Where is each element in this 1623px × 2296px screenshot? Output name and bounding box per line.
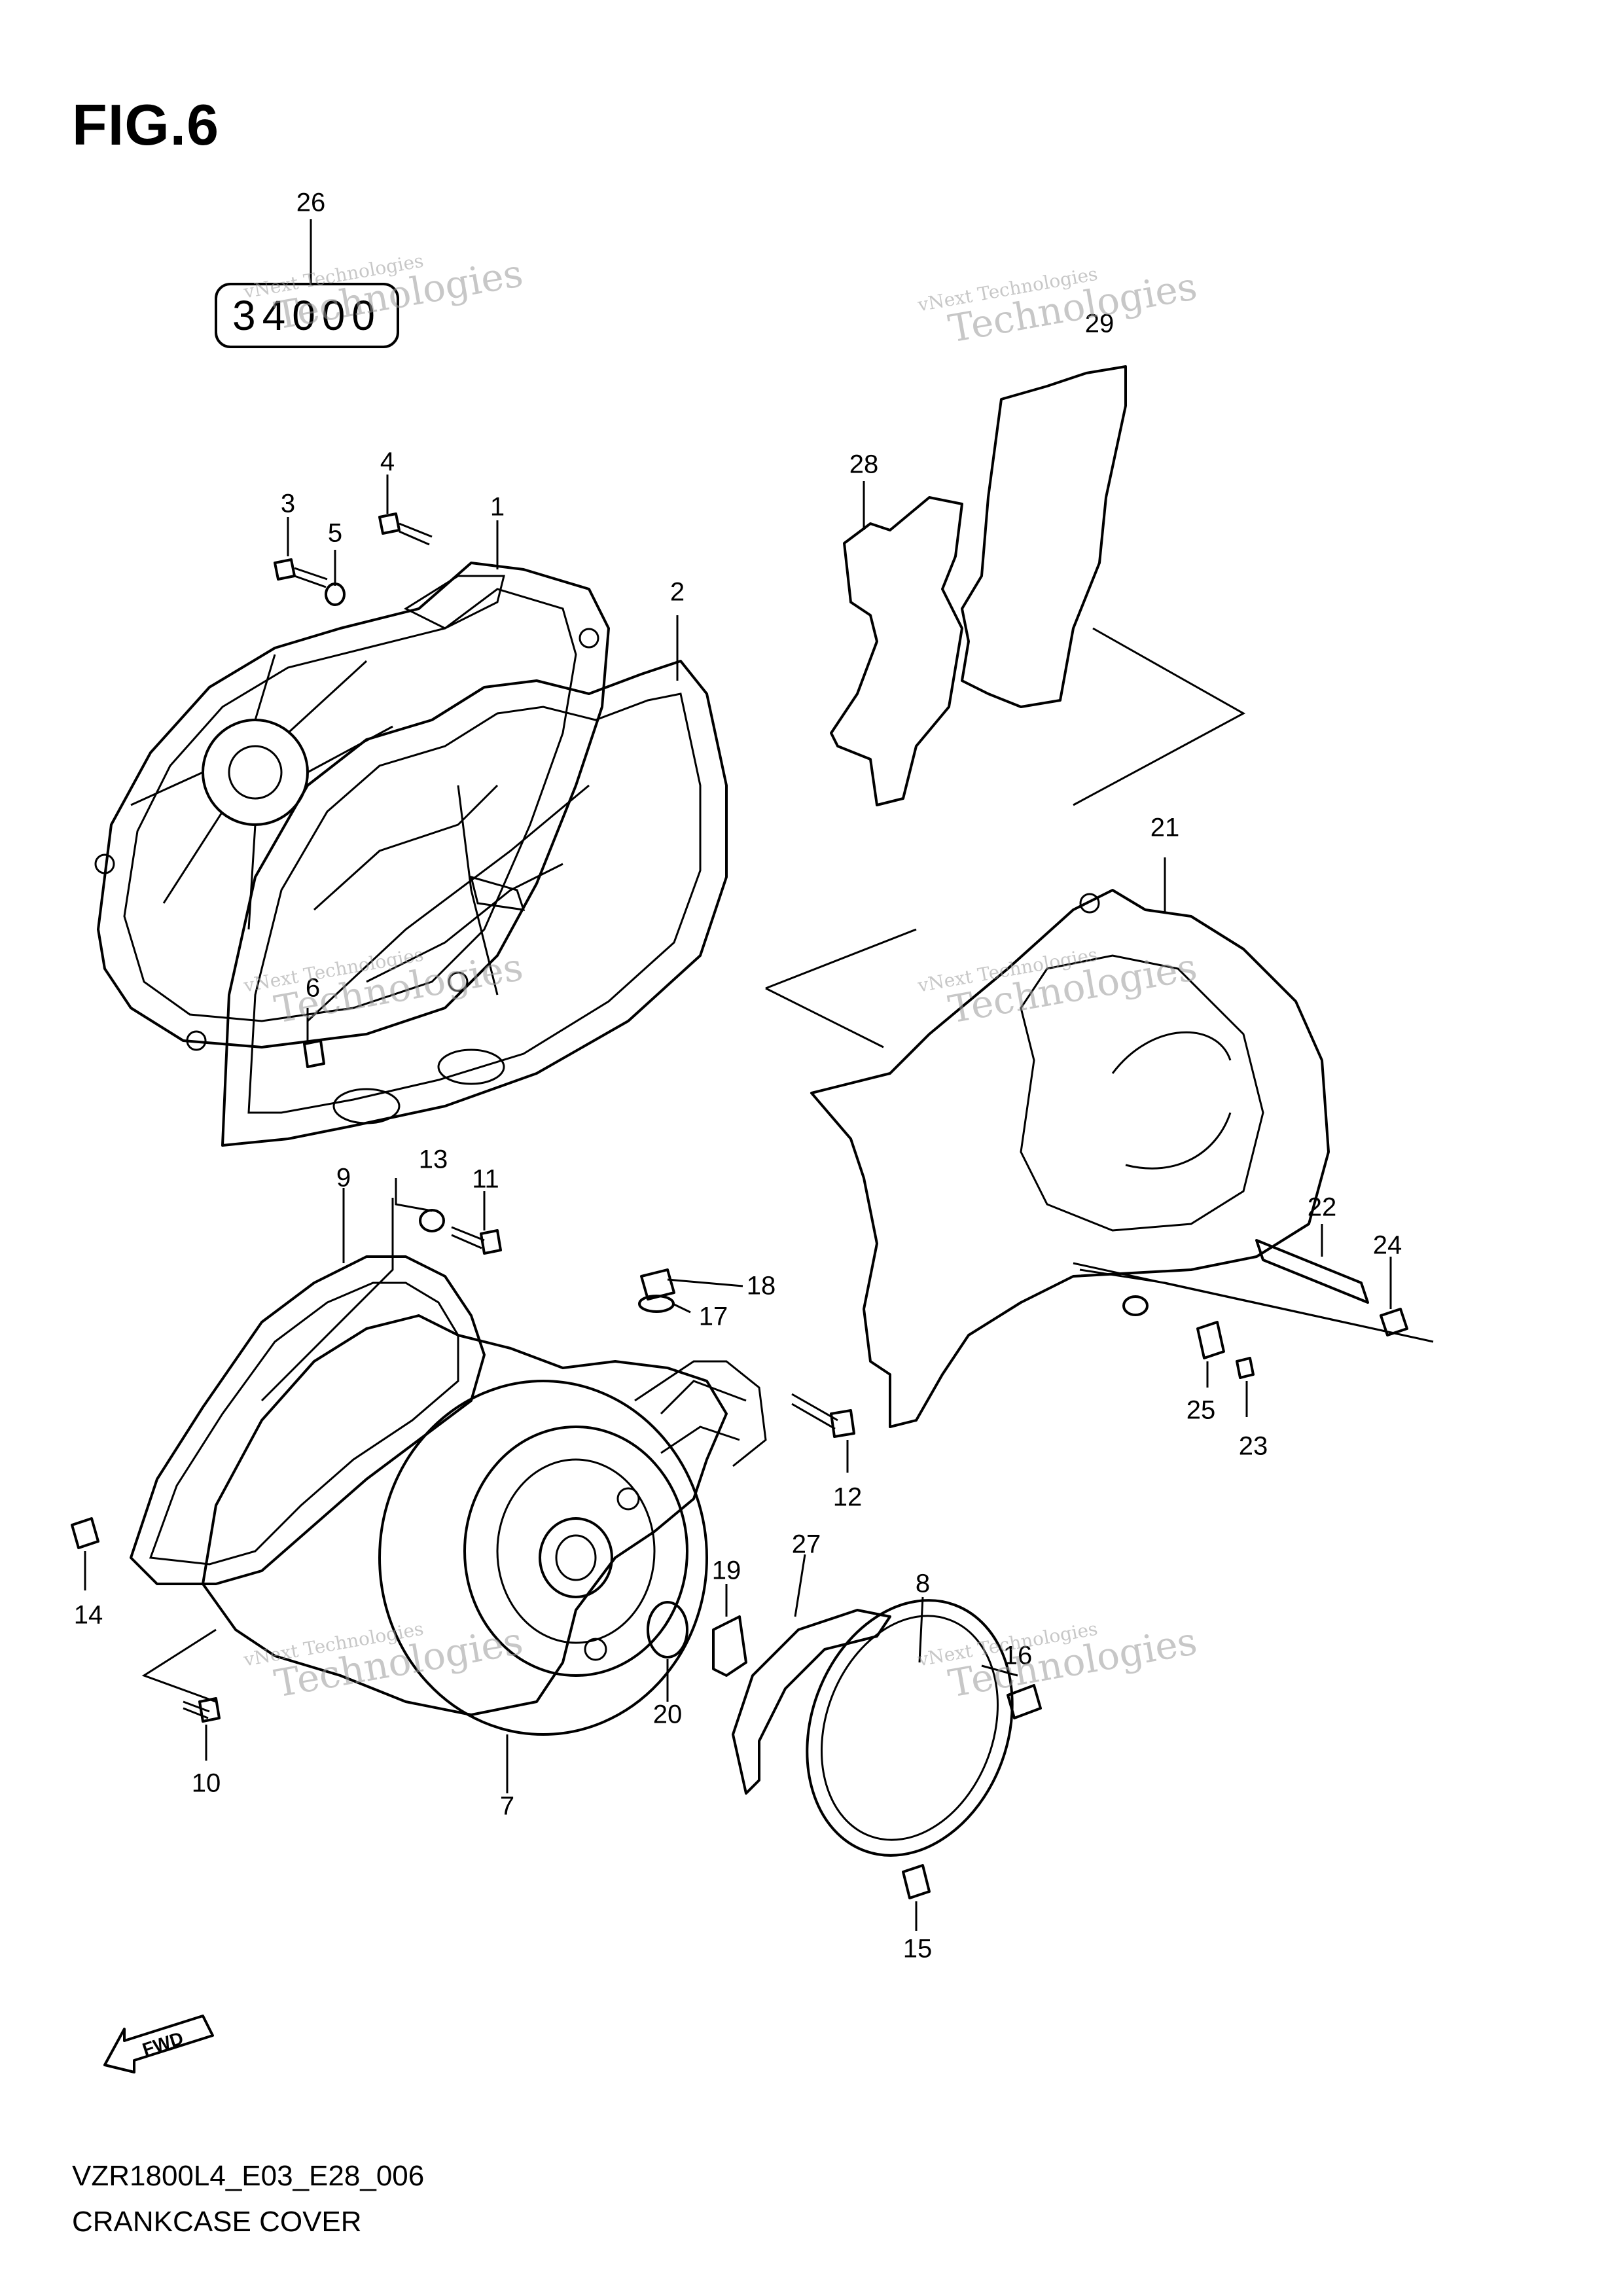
model-code: VZR1800L4_E03_E28_006 [72,2160,425,2192]
callout-27: 27 [791,1530,821,1559]
callout-15: 15 [902,1934,933,1964]
callout-14: 14 [73,1600,103,1630]
callout-9: 9 [336,1163,351,1193]
callout-29: 29 [1084,309,1115,338]
gasket-27-cover-8 [732,1599,1042,1899]
figure-label: FIG.6 [72,92,220,157]
callout-13: 13 [418,1145,448,1174]
callout-8: 8 [915,1569,931,1598]
sprocket-cover-part-21 [765,889,1434,1428]
bolts-3-4-washer-5 [274,512,433,606]
callout-16: 16 [1003,1641,1033,1670]
sprocket-covers-28-29 [830,365,1246,806]
magneto-cover-part-7 [202,1314,767,1736]
dowel-part-14 [71,1517,99,1549]
callout-22: 22 [1307,1193,1337,1222]
callout-4: 4 [380,447,395,476]
crankcase-cover-part-1 [94,562,610,1051]
callout-6: 6 [305,973,321,1003]
callout-3: 3 [280,489,296,518]
callout-26: 26 [296,188,326,217]
spacer-22-fasteners-23-24-25 [1122,1239,1408,1379]
gasket-part-9 [130,1255,486,1585]
callout-2: 2 [669,577,685,607]
forward-arrow-icon: FWD [103,2015,214,2073]
oring-20-plug-19 [647,1601,747,1677]
callout-28: 28 [849,450,879,479]
leader-lines [84,219,1392,1931]
callout-11: 11 [472,1164,499,1194]
callout-5: 5 [327,518,343,548]
callout-20: 20 [652,1700,683,1729]
callout-10: 10 [191,1768,221,1798]
dowel-part-6 [303,1039,325,1068]
plug-18-oring-17 [638,1268,675,1313]
callout-19: 19 [711,1556,741,1585]
section-title: CRANKCASE COVER [72,2206,362,2238]
callout-25: 25 [1186,1395,1216,1425]
callout-17: 17 [698,1302,728,1331]
callout-18: 18 [746,1271,776,1300]
callout-23: 23 [1238,1431,1268,1461]
callout-1: 1 [490,492,505,522]
part-code-box: 34000 [215,283,399,348]
callout-7: 7 [499,1791,515,1821]
gasket-part-2 [221,660,728,1147]
callout-24: 24 [1372,1230,1402,1260]
callout-12: 12 [832,1482,863,1512]
bolts-11-12-13 [419,1209,855,1438]
callout-21: 21 [1150,813,1180,842]
